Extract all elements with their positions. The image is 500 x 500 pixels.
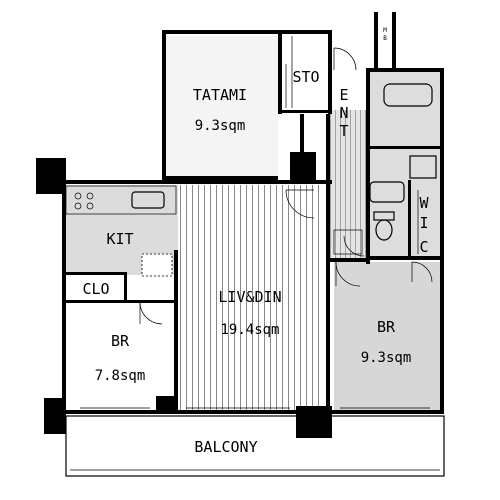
wall (156, 396, 178, 414)
room-area-liv-din: 19.4sqm (220, 322, 279, 338)
wall (326, 114, 330, 264)
balcony-floor (66, 418, 444, 476)
wall (124, 272, 127, 302)
wall (330, 258, 370, 262)
wall (300, 114, 304, 154)
column (290, 152, 316, 184)
balcony-rail (65, 415, 445, 477)
room-label-liv-din: LIV&DIN (218, 288, 281, 306)
br-left-floor (66, 302, 174, 412)
room-label-balcony: BALCONY (194, 438, 257, 456)
wall (174, 250, 178, 412)
wall (166, 176, 278, 180)
wall (66, 300, 174, 303)
entrance-floor (330, 110, 366, 260)
wall (440, 68, 444, 414)
room-label-clo: CLO (82, 280, 109, 298)
room-label-kit: KIT (106, 230, 133, 248)
door-swing (411, 261, 433, 283)
room-label-ent-e: E (339, 86, 348, 104)
bath-floor (368, 72, 440, 260)
room-area-br-right: 9.3sqm (361, 350, 412, 366)
room-area-tatami: 9.3sqm (195, 118, 246, 134)
washbasin-icon (369, 181, 405, 203)
fridge-icon (141, 253, 173, 277)
door-swing (343, 235, 365, 257)
column (44, 398, 66, 434)
tatami-floor (166, 36, 278, 178)
door-swing (285, 189, 315, 219)
wall (366, 68, 444, 72)
room-area-br-left: 7.8sqm (95, 368, 146, 384)
column (36, 158, 66, 194)
wall (278, 34, 282, 114)
door-swing (333, 47, 357, 71)
wall (62, 410, 444, 414)
room-label-ent-t: T (339, 122, 348, 140)
wall (366, 68, 370, 264)
room-label-br-right: BR (377, 318, 396, 336)
wall (66, 272, 126, 275)
room-label-sto: STO (292, 68, 319, 86)
room-label-mb-b: B (383, 35, 387, 42)
wall (162, 30, 166, 182)
wall (282, 110, 330, 113)
column (296, 406, 332, 438)
wall (370, 146, 440, 149)
wall (62, 180, 66, 416)
room-label-br-left: BR (111, 332, 130, 350)
washer-icon (409, 155, 437, 179)
sink-icon (131, 191, 165, 209)
door-swing (139, 301, 163, 325)
wall (62, 180, 332, 184)
wall (392, 12, 396, 70)
wall (326, 262, 330, 412)
wall (408, 180, 411, 258)
room-label-ent-n: N (339, 104, 348, 122)
room-label-tatami: TATAMI (193, 86, 247, 104)
wall (370, 256, 444, 260)
toilet-icon (373, 211, 395, 241)
br-right-floor (334, 262, 440, 412)
wall (374, 12, 378, 70)
room-label-wic-w: W (419, 194, 429, 212)
door-swing (335, 261, 361, 287)
room-label-wic-c: C (419, 238, 428, 256)
stove-icon (74, 192, 94, 210)
wall (162, 30, 332, 34)
room-label-wic-i: I (419, 214, 428, 232)
room-label-mb-m: M (383, 27, 387, 34)
wall (328, 30, 332, 114)
bathtub-icon (383, 83, 433, 107)
living-floor (178, 185, 324, 411)
